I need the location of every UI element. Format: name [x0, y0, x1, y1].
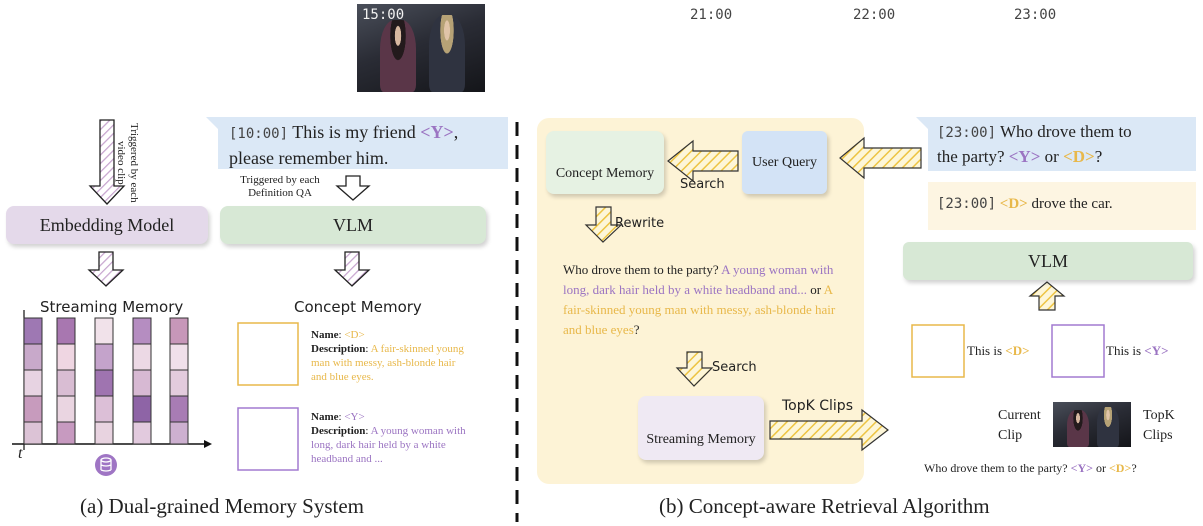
caption-left: (a) Dual-grained Memory System — [80, 494, 365, 518]
timeline-time-2: 22:00 — [853, 7, 896, 23]
answer-d-tag: <D> — [999, 196, 1028, 212]
question-y-tag: <Y> — [1008, 147, 1041, 166]
definition-pre: This is my friend — [292, 122, 421, 142]
memory-bar-1 — [23, 317, 43, 445]
axis-t-label: t — [18, 445, 23, 462]
right-arrow-topk — [769, 408, 889, 452]
this-is-d-label: This is <D> — [967, 343, 1030, 358]
current-clip-label: Current Clip — [998, 408, 1041, 443]
concept-box-d — [237, 322, 299, 386]
retrieved-clip-thumbnail — [1053, 402, 1131, 447]
definition-bubble — [218, 117, 508, 169]
thumbnail-timestamp: 15:00 — [362, 7, 405, 23]
question-or: or — [1040, 147, 1064, 166]
vlm-box-left: VLM — [220, 206, 486, 244]
memory-bar-5 — [169, 317, 189, 445]
question-line1: Who drove them to — [999, 122, 1132, 141]
concept-entry-d: Name: <D> Description: A fair-skinned yo… — [311, 329, 464, 383]
topk-clips-label: TopK Clips — [1143, 408, 1175, 443]
up-arrow-vlm — [1028, 281, 1066, 311]
caption-right: (b) Concept-aware Retrieval Algorithm — [659, 494, 990, 518]
concept-memory-title: Concept Memory — [294, 298, 422, 316]
definition-post: , — [453, 122, 459, 142]
answer-bubble — [928, 182, 1196, 230]
right-concept-box-d — [911, 324, 965, 378]
streaming-memory-box: Streaming Memory — [638, 396, 764, 460]
timeline-time-3: 23:00 — [1014, 7, 1057, 23]
video-thumbnail: 15:00 — [357, 4, 485, 92]
down-arrow-embed — [87, 251, 125, 287]
memory-axis-arrowhead — [204, 440, 212, 448]
answer-text: [23:00] <D> drove the car. — [937, 196, 1113, 213]
timeline-time-1: 21:00 — [690, 7, 733, 23]
database-icon-left — [95, 454, 117, 476]
search-label-2: Search — [712, 360, 757, 375]
bubble-tail — [206, 117, 218, 129]
question-bubble — [928, 117, 1196, 171]
memory-bar-2 — [56, 317, 76, 445]
answer-time: [23:00] — [937, 196, 997, 212]
concept-box-y — [237, 407, 299, 471]
concept-entry-y: Name: <Y> Description: A young woman wit… — [311, 411, 466, 465]
streaming-memory-title: Streaming Memory — [40, 298, 184, 316]
qa-trigger-note: Triggered by each Definition QA — [240, 174, 320, 199]
left-arrow-query — [839, 136, 922, 180]
left-arrow-search — [667, 139, 739, 183]
memory-bar-3 — [94, 317, 114, 445]
down-arrow-rewrite — [584, 206, 623, 243]
definition-line2: please remember him. — [229, 148, 389, 168]
definition-text: [10:00] This is my friend <Y>, please re… — [229, 120, 458, 170]
question-text: [23:00] Who drove them to the party? <Y>… — [937, 120, 1132, 169]
question-bubble-tail — [916, 117, 928, 129]
down-arrow-search — [675, 351, 714, 387]
definition-tag: <Y> — [420, 122, 454, 142]
this-is-y-label: This is <Y> — [1106, 343, 1169, 358]
rewrite-label: Rewrite — [615, 216, 665, 231]
clip-trigger-note: Triggered by each video clip — [115, 123, 140, 203]
down-arrow-vlm — [333, 251, 371, 287]
question-end: ? — [1094, 147, 1103, 166]
down-arrow-qa — [335, 175, 371, 201]
topk-arrow-label: TopK Clips — [782, 398, 853, 414]
question-d-tag: <D> — [1063, 147, 1095, 166]
vlm-box-right: VLM — [903, 242, 1193, 280]
answer-rest: drove the car. — [1027, 196, 1113, 212]
question-line2: the party? — [937, 147, 1009, 166]
retrieval-panel — [537, 118, 864, 484]
right-concept-box-y — [1051, 324, 1105, 378]
concept-memory-box: Concept Memory — [546, 131, 664, 194]
memory-bar-4 — [132, 317, 152, 445]
rewritten-query: Who drove them to the party? A young wom… — [563, 262, 836, 337]
search-label-1: Search — [680, 177, 725, 192]
user-query-box: User Query — [742, 131, 827, 194]
embedding-model-box: Embedding Model — [6, 206, 208, 244]
down-arrow-clip — [88, 119, 126, 205]
definition-time: [10:00] — [229, 126, 289, 142]
question-time: [23:00] — [937, 125, 997, 141]
bottom-question: Who drove them to the party? <Y> or <D>? — [924, 461, 1137, 475]
